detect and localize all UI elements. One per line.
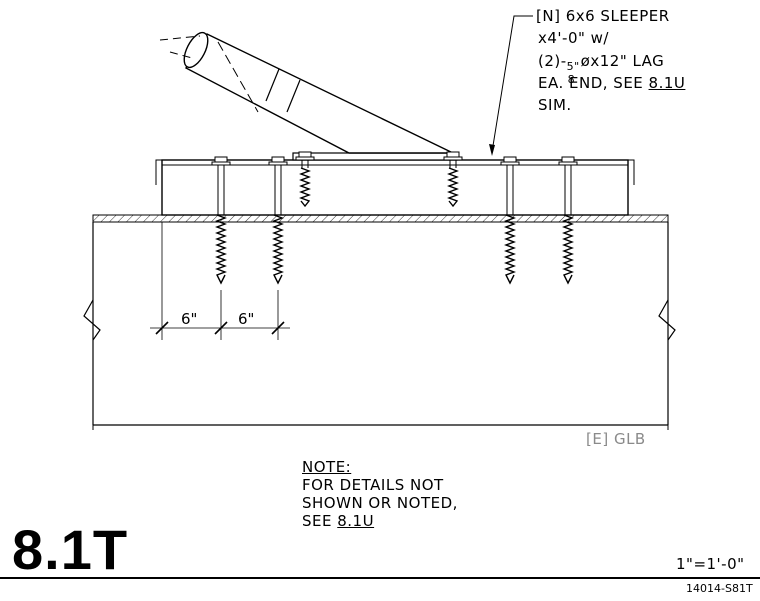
sleeper	[155, 159, 635, 216]
callout-line-3-suffix: øx12" LAG	[580, 52, 665, 70]
drawing-scale: 1"=1'-0"	[676, 555, 745, 573]
note-line-3: SEE 8.1U	[302, 512, 374, 531]
beam-label: [E] GLB	[586, 430, 646, 448]
callout-line-2: x4'-0" w/	[538, 29, 609, 47]
callout-line-4-prefix: EA. END, SEE	[538, 74, 649, 92]
note-line-2: SHOWN OR NOTED,	[302, 494, 458, 512]
note-heading: NOTE:	[302, 458, 352, 476]
callout-ref-link[interactable]: 8.1U	[648, 74, 686, 92]
callout-leader	[491, 15, 533, 153]
existing-glb-beam	[83, 214, 676, 430]
note-line-1: FOR DETAILS NOT	[302, 476, 444, 494]
note-line-3-prefix: SEE	[302, 512, 338, 530]
callout-line-3: (2)-5"8 øx12" LAG	[538, 52, 665, 86]
callout-line-5: SIM.	[538, 96, 572, 114]
sheet-id: 14014-S81T	[686, 582, 753, 595]
dimension-left: 6"	[181, 310, 198, 328]
callout-line-4: EA. END, SEE 8.1U	[538, 74, 685, 93]
callout-line-3-prefix: (2)-	[538, 52, 567, 70]
detail-number: 8.1T	[12, 518, 129, 581]
base-plate	[292, 152, 458, 161]
note-ref-link[interactable]: 8.1U	[337, 512, 375, 530]
callout-line-1: [N] 6x6 SLEEPER	[536, 7, 670, 25]
dimension-right: 6"	[238, 310, 255, 328]
dimension-lines	[150, 222, 290, 340]
callout-frac-den: 8	[567, 73, 576, 86]
callout-frac-num: 5"	[566, 60, 580, 73]
pipe-brace	[159, 31, 454, 154]
